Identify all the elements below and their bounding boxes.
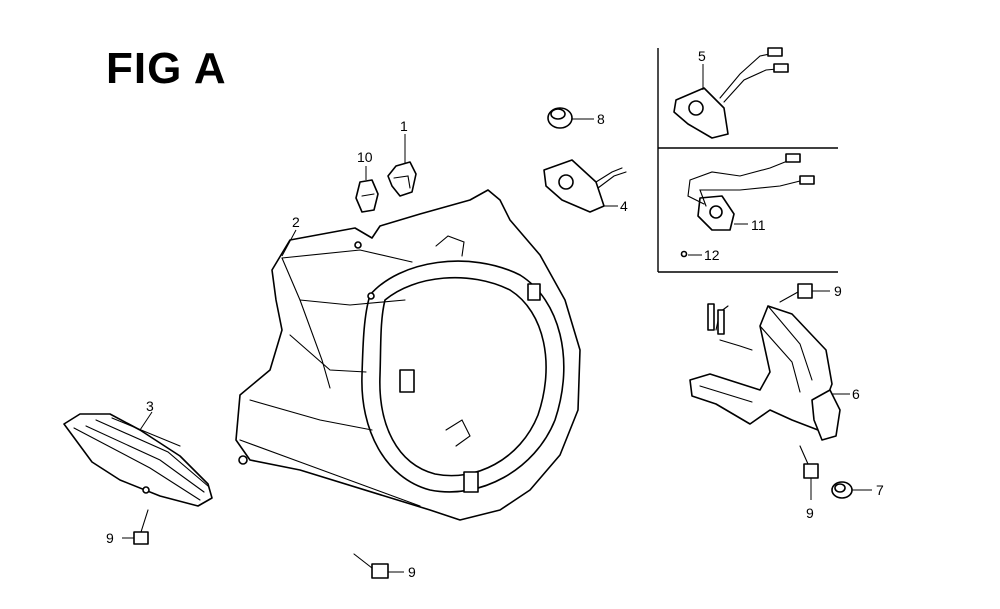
callout-3: 3 <box>146 398 154 414</box>
bolt-part-b <box>353 553 389 579</box>
callout-6: 6 <box>852 386 860 402</box>
callout-4: 4 <box>620 198 628 214</box>
nut-part <box>831 481 853 499</box>
callout-10: 10 <box>357 149 373 165</box>
callout-9-cover-bolt: 9 <box>408 564 416 580</box>
callout-2: 2 <box>292 214 300 230</box>
guard-part <box>63 413 213 507</box>
figure-title: FIG A <box>106 44 227 93</box>
fan-cover-part <box>235 189 581 521</box>
grommet-part <box>355 179 379 213</box>
sensor-inset-part <box>680 153 815 258</box>
leader-lines <box>122 64 872 573</box>
bolt-part-c <box>779 283 813 303</box>
callout-11: 11 <box>751 217 766 233</box>
bolt-part-a <box>133 509 149 545</box>
callout-1: 1 <box>400 118 408 134</box>
bolt-part-d <box>799 445 819 479</box>
switch-part <box>543 159 627 213</box>
callout-9-bracket-bottom-bolt: 9 <box>806 505 814 521</box>
callout-12: 12 <box>704 247 720 263</box>
callout-5: 5 <box>698 48 706 64</box>
callout-9-guard-bolt: 9 <box>106 530 114 546</box>
callout-8: 8 <box>597 111 605 127</box>
callout-7: 7 <box>876 482 884 498</box>
bracket-part <box>689 303 841 441</box>
switch-inset-part <box>673 47 789 139</box>
inset-frame <box>657 48 838 273</box>
clip-part <box>387 161 417 197</box>
callout-9-bracket-top-bolt: 9 <box>834 283 842 299</box>
cap-part <box>547 107 573 129</box>
